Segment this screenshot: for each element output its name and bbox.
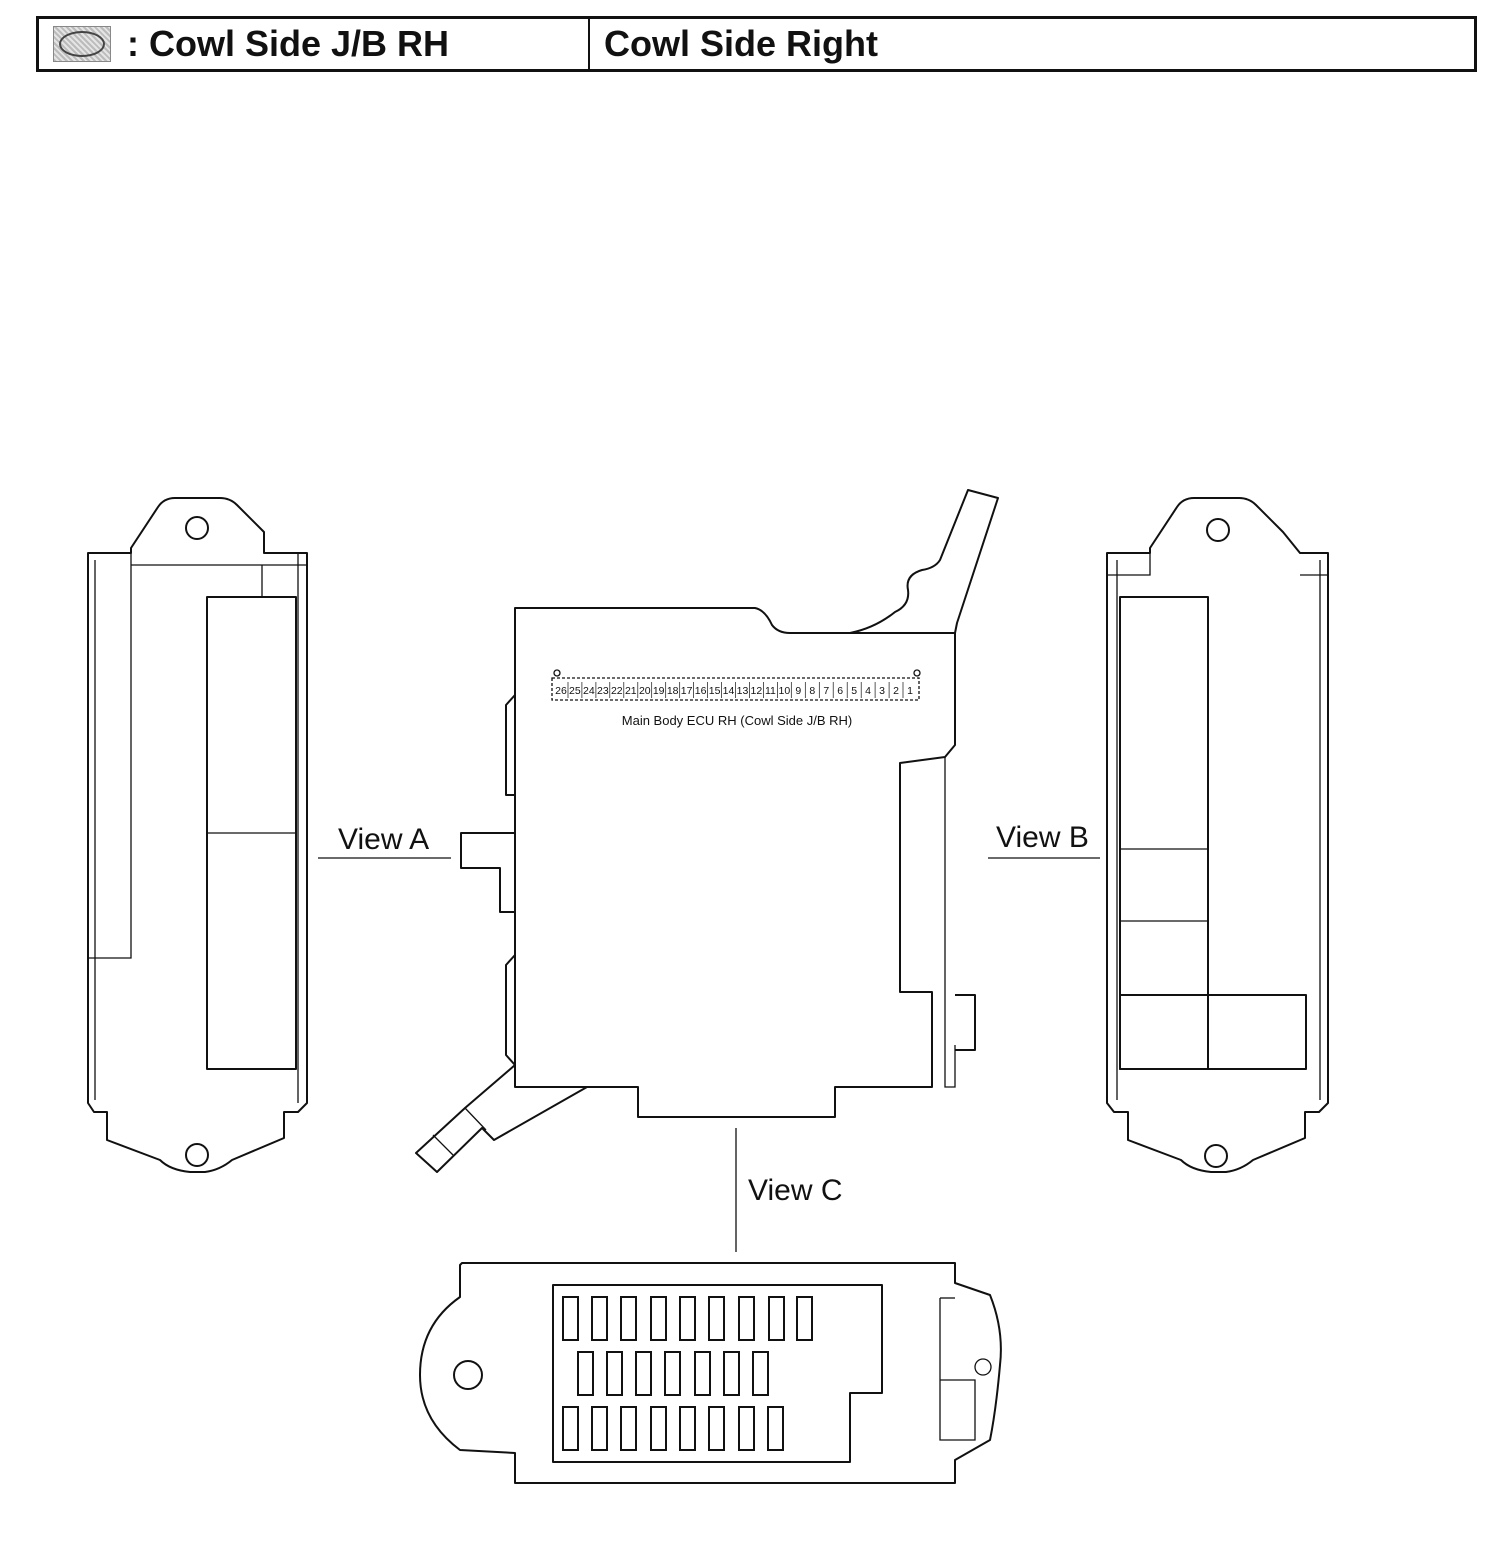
fuse-slot (664, 1351, 681, 1396)
connector-pin-number: 18 (667, 685, 679, 697)
connector-pin-number: 3 (879, 685, 885, 697)
title-cell-right: Cowl Side Right (590, 19, 1474, 69)
fuse-slot (635, 1351, 652, 1396)
fuse-slot (738, 1406, 755, 1451)
fuse-slot (767, 1406, 784, 1451)
fuse-slot (577, 1351, 594, 1396)
view-b-drawing (1106, 497, 1329, 1173)
connector-pin-number: 4 (865, 685, 871, 697)
connector-pin-number: 19 (653, 685, 665, 697)
fuse-slot (768, 1296, 785, 1341)
fuse-slot (650, 1406, 667, 1451)
connector-pin-number: 5 (851, 685, 857, 697)
fuse-slot (650, 1296, 667, 1341)
fuse-slot (591, 1406, 608, 1451)
title-bar: : Cowl Side J/B RH Cowl Side Right (36, 16, 1477, 72)
connector-pin-number: 11 (765, 685, 776, 697)
connector-pin-number: 2 (893, 685, 899, 697)
view-a-label: View A (338, 823, 429, 856)
connector-pin-number: 9 (795, 685, 801, 697)
connector-pin-number: 7 (823, 685, 829, 697)
location-name: Cowl Side Right (604, 23, 878, 64)
fuse-slot (620, 1406, 637, 1451)
connector-pin-number: 13 (737, 685, 749, 697)
connector-pin-number: 15 (709, 685, 721, 697)
fuse-slot (679, 1406, 696, 1451)
connector-pin-number: 20 (639, 685, 651, 697)
connector-pin-number: 6 (837, 685, 843, 697)
location-code: : Cowl Side J/B RH (127, 23, 450, 64)
view-b-label: View B (996, 821, 1089, 854)
main-body-caption: Main Body ECU RH (Cowl Side J/B RH) (622, 713, 852, 728)
fuse-slot (752, 1351, 769, 1396)
fuse-slot (679, 1296, 696, 1341)
fuse-slot (723, 1351, 740, 1396)
fuse-slot (562, 1296, 579, 1341)
fuse-slot (694, 1351, 711, 1396)
connector-pin-number: 12 (751, 685, 763, 697)
connector-pin-number: 17 (681, 685, 693, 697)
connector-pin-number: 26 (555, 685, 567, 697)
view-a-drawing (87, 497, 308, 1173)
connector-pin-number: 21 (625, 685, 637, 697)
fuse-slot (738, 1296, 755, 1341)
fuse-slot-array (562, 1296, 813, 1451)
view-c-label: View C (748, 1174, 842, 1207)
connector-pin-number: 25 (569, 685, 581, 697)
connector-pin-number: 8 (809, 685, 815, 697)
connector-pin-number: 23 (597, 685, 609, 697)
shaded-oval-icon (53, 26, 111, 62)
fuse-slot (620, 1296, 637, 1341)
connector-pin-number: 22 (611, 685, 623, 697)
connector-pin-number: 24 (583, 685, 595, 697)
connector-pin-number: 10 (779, 685, 791, 697)
fuse-slot (606, 1351, 623, 1396)
fuse-slot (796, 1296, 813, 1341)
view-c-drawing (419, 1262, 1002, 1484)
connector-pin-number: 14 (723, 685, 735, 697)
connector-pin-number: 1 (907, 685, 913, 697)
fuse-slot (591, 1296, 608, 1341)
fuse-slot (708, 1406, 725, 1451)
fuse-slot (708, 1296, 725, 1341)
title-cell-left: : Cowl Side J/B RH (39, 19, 590, 69)
connector-pin-number: 16 (695, 685, 707, 697)
fuse-slot (562, 1406, 579, 1451)
